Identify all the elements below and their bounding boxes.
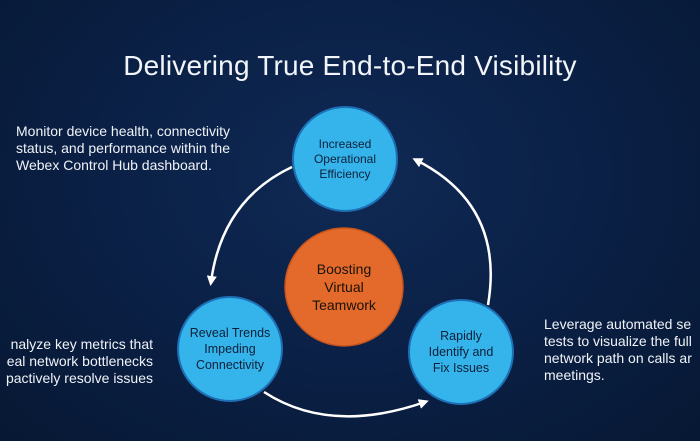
note-line: tests to visualize the full (544, 333, 692, 349)
note-line: pactively resolve issues (5, 370, 153, 386)
note-line: Leverage automated se (544, 316, 692, 332)
note-line: eal network bottlenecks (6, 353, 153, 369)
node-label: Rapidly (440, 329, 482, 343)
node-top-circle (292, 106, 398, 212)
node-rapidly-identify: Rapidly Identify and Fix Issues (409, 300, 513, 404)
slide-title: Delivering True End-to-End Visibility (123, 50, 577, 81)
node-label: Operational (313, 151, 377, 166)
note-line: nalyze key metrics that (10, 336, 153, 352)
node-label: Identify and (428, 345, 494, 359)
node-label: Increased (318, 136, 372, 151)
note-line: Monitor device health, connectivity (16, 123, 230, 139)
node-label: Teamwork (312, 297, 376, 313)
node-label: Boosting (316, 261, 372, 277)
note-line: status, and performance within the (16, 140, 231, 156)
node-boosting-teamwork: Boosting Virtual Teamwork (285, 228, 403, 346)
note-line: network path on calls ar (544, 350, 692, 366)
node-label: Fix Issues (432, 361, 490, 375)
note-line: Webex Control Hub dashboard. (16, 157, 212, 173)
node-label: Efficiency (319, 166, 371, 181)
node-left-circle (177, 296, 283, 402)
note-line: meetings. (544, 367, 605, 383)
node-reveal-trends: Reveal Trends Impeding Connectivity (178, 297, 282, 401)
arrow-top-to-left (206, 165, 293, 286)
node-label: Impeding (204, 342, 256, 356)
note-bottom-left: nalyze key metrics that eal network bott… (6, 336, 153, 387)
note-bottom-right: Leverage automated se tests to visualize… (544, 316, 692, 384)
note-top-left: Monitor device health, connectivity stat… (16, 123, 230, 174)
node-label: Reveal Trends (189, 326, 271, 340)
node-increased-efficiency: Increased Operational Efficiency (293, 107, 397, 211)
node-right-circle (408, 299, 514, 405)
node-label: Virtual (324, 279, 364, 295)
arrow-left-to-right (263, 390, 429, 418)
node-center-circle (284, 227, 404, 347)
node-label: Connectivity (195, 358, 265, 372)
arrow-right-to-top (412, 158, 492, 306)
